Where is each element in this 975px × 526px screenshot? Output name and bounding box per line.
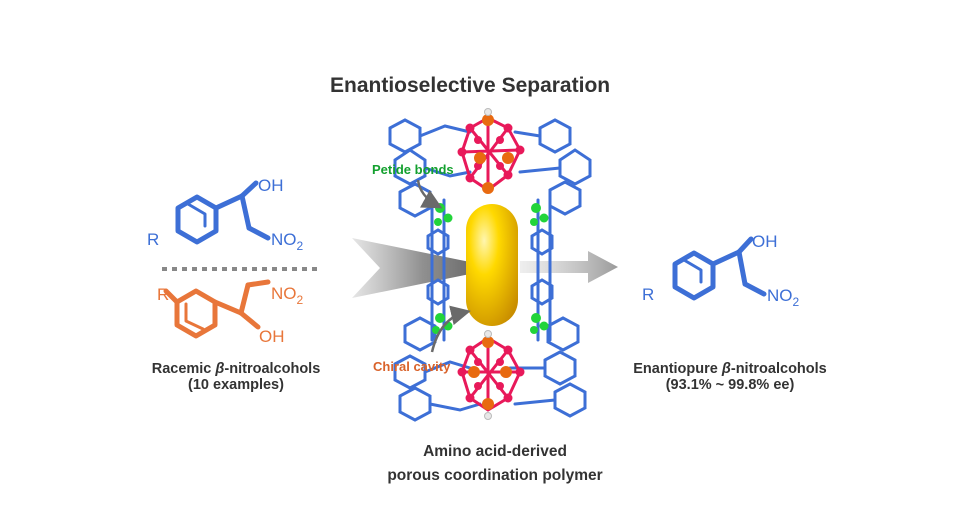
orange-nitroalcohol-molecule — [163, 279, 271, 339]
enantiopure-caption: Enantiopure β-nitroalcohols (93.1% ~ 99.… — [600, 361, 860, 393]
blue-nitroalcohol-molecule — [175, 180, 271, 245]
orange-oh-label: OH — [259, 327, 285, 346]
blue-no2-bond — [246, 225, 271, 241]
bottom-metal-nodes — [468, 336, 512, 410]
enantiopure-caption-line1: Enantiopure β-nitroalcohols — [633, 361, 827, 377]
bottom-oxygen-atoms — [457, 345, 525, 403]
orange-no2-label: NO2 — [271, 284, 304, 307]
blue-no2-label: NO2 — [271, 230, 304, 253]
racemic-caption: Racemic β-nitroalcohols (10 examples) — [126, 361, 346, 393]
input-arrow — [352, 238, 470, 298]
right-no2-label: NO2 — [767, 286, 800, 309]
figure-title: Enantioselective Separation — [330, 74, 611, 97]
framework-caption: Amino acid-derived porous coordination p… — [360, 440, 630, 488]
blue-ch2-bond — [239, 193, 252, 231]
chiral-cavity-label: Chiral cavity — [373, 359, 451, 374]
top-oxygen-atoms — [457, 123, 525, 183]
framework-caption-line2: porous coordination polymer — [387, 467, 603, 484]
peptide-bonds-label: Petide bonds — [372, 162, 454, 177]
enantiopure-nitroalcohol-molecule — [672, 236, 767, 301]
chiral-cavity-capsule — [466, 204, 518, 326]
peptide-pointer-arrow — [416, 179, 443, 209]
top-metal-nodes — [474, 114, 514, 194]
right-benzene-ring — [672, 250, 716, 301]
enantiopure-caption-line2: (93.1% ~ 99.8% ee) — [665, 377, 795, 393]
racemic-caption-line2: (10 examples) — [188, 377, 284, 393]
orange-benzene-ring — [174, 288, 218, 339]
orange-r-label: R — [157, 285, 169, 304]
blue-oh-label: OH — [258, 176, 284, 195]
blue-bond — [213, 193, 245, 211]
blue-benzene-ring — [175, 194, 219, 245]
cavity-pointer-arrow — [430, 305, 471, 353]
blue-oh-bond — [239, 180, 259, 199]
framework-caption-line1: Amino acid-derived — [423, 443, 567, 460]
blue-r-label: R — [147, 230, 159, 249]
right-r-label: R — [642, 285, 654, 304]
output-arrow — [520, 251, 618, 283]
racemic-caption-line1: Racemic β-nitroalcohols — [151, 361, 321, 377]
right-oh-label: OH — [752, 232, 778, 251]
